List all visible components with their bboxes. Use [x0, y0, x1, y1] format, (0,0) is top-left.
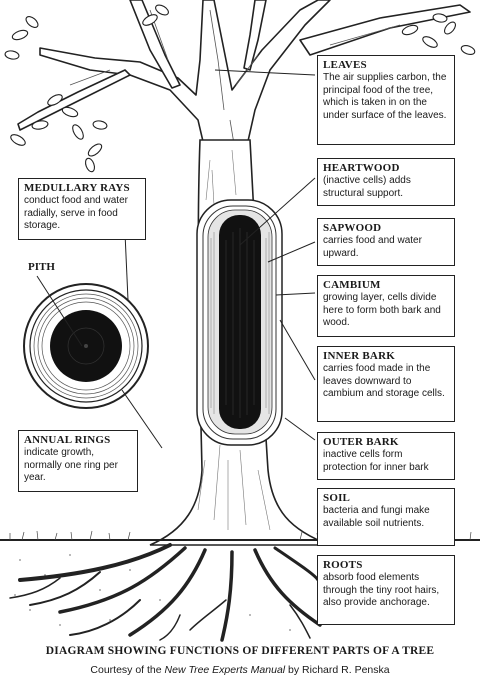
label-leaves: LEAVES The air supplies carbon, the prin… — [317, 55, 455, 145]
label-annual-rings: ANNUAL RINGS indicate growth, normally o… — [18, 430, 138, 492]
label-title: SAPWOOD — [323, 222, 382, 234]
label-title: ROOTS — [323, 559, 363, 571]
label-text: The air supplies carbon, the principal f… — [323, 72, 447, 121]
label-text: growing layer, cells divide here to form… — [323, 292, 441, 328]
roots — [9, 543, 322, 642]
credit-book-title: New Tree Experts Manual — [164, 664, 286, 676]
label-title: CAMBIUM — [323, 279, 381, 291]
label-cambium: CAMBIUM growing layer, cells divide here… — [317, 275, 455, 337]
label-pith: PITH — [28, 261, 55, 273]
credit-prefix: Courtesy of the — [90, 664, 165, 676]
diagram-caption: DIAGRAM SHOWING FUNCTIONS OF DIFFERENT P… — [45, 645, 435, 657]
label-outer-bark: OUTER BARK inactive cells form protectio… — [317, 432, 455, 480]
credit-suffix: by Richard R. Penska — [285, 664, 390, 676]
label-text: (inactive cells) adds structural support… — [323, 175, 411, 199]
label-inner-bark: INNER BARK carries food made in the leav… — [317, 346, 455, 422]
label-title: INNER BARK — [323, 350, 395, 362]
trunk-cross-section — [196, 199, 283, 446]
label-text: conduct food and water radially, serve i… — [24, 195, 128, 231]
label-text: carries food made in the leaves downward… — [323, 363, 445, 399]
label-title: MEDULLARY RAYS — [24, 182, 130, 194]
leaves-cluster — [4, 4, 476, 173]
stump-cross-section — [23, 283, 149, 409]
pointer-lines — [36, 69, 316, 449]
label-text: bacteria and fungi make available soil n… — [323, 505, 430, 529]
label-title: ANNUAL RINGS — [24, 434, 111, 446]
label-roots: ROOTS absorb food elements through the t… — [317, 555, 455, 625]
label-title: SOIL — [323, 492, 351, 504]
label-text: indicate growth, normally one ring per y… — [24, 447, 118, 483]
label-title: OUTER BARK — [323, 436, 399, 448]
label-text: absorb food elements through the tiny ro… — [323, 572, 440, 608]
label-medullary-rays: MEDULLARY RAYS conduct food and water ra… — [18, 178, 146, 240]
label-soil: SOIL bacteria and fungi make available s… — [317, 488, 455, 546]
label-sapwood: SAPWOOD carries food and water upward. — [317, 218, 455, 266]
label-text: carries food and water upward. — [323, 235, 422, 259]
label-title: LEAVES — [323, 59, 367, 71]
credit-line: Courtesy of the New Tree Experts Manual … — [0, 664, 480, 676]
label-title: HEARTWOOD — [323, 162, 400, 174]
label-heartwood: HEARTWOOD (inactive cells) adds structur… — [317, 158, 455, 206]
label-text: inactive cells form protection for inner… — [323, 449, 429, 473]
